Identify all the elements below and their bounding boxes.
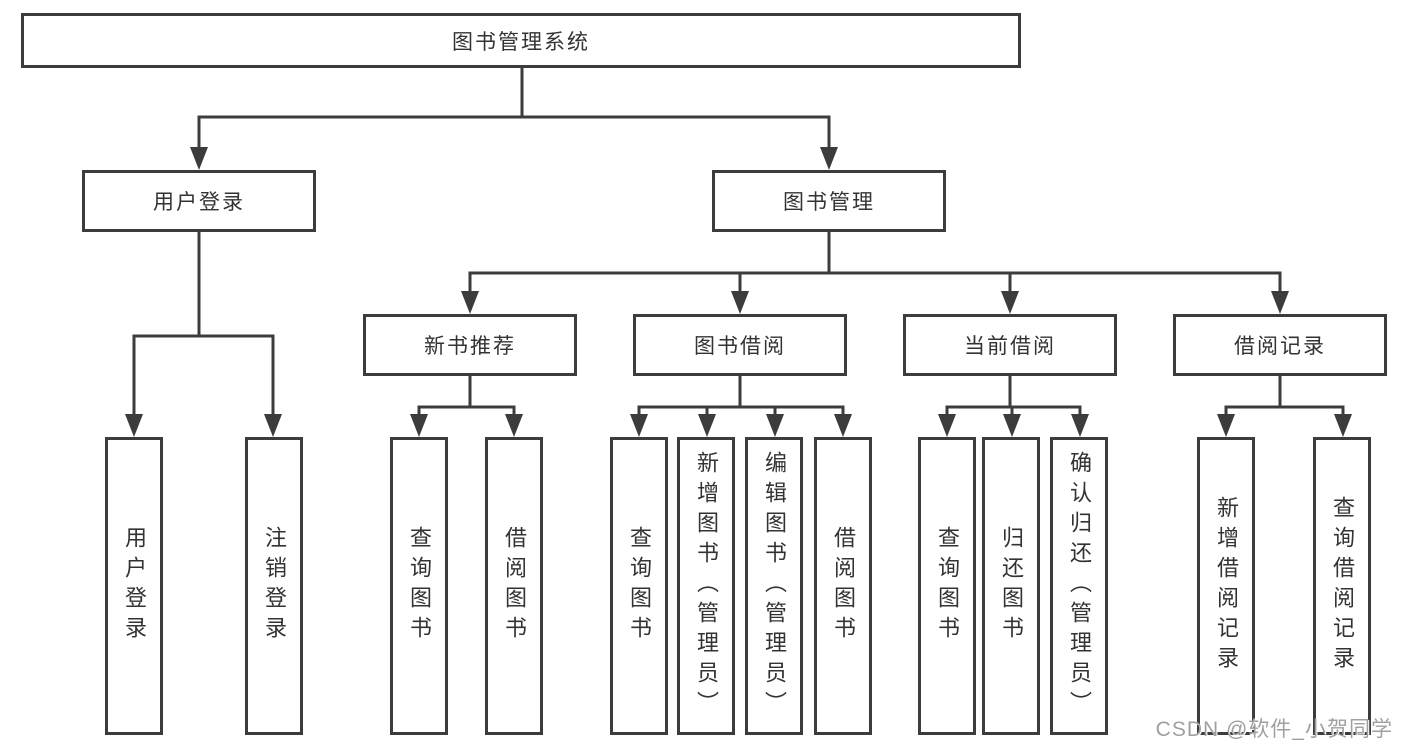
leaf-label: 归还图书	[999, 526, 1024, 646]
node-new-book-recommend-label: 新书推荐	[424, 335, 516, 358]
leaf-label: 确认归还（管理员）	[1067, 451, 1092, 721]
leaf-label: 查询图书	[935, 526, 960, 646]
node-root: 图书管理系统	[21, 13, 1021, 68]
node-leaf-add-borrow-record: 新增借阅记录	[1197, 437, 1255, 735]
leaf-label: 用户登录	[122, 526, 147, 646]
leaf-label: 查询图书	[627, 526, 652, 646]
node-user-login: 用户登录	[82, 170, 316, 232]
node-current-borrowing: 当前借阅	[903, 314, 1117, 376]
node-leaf-borrow-books-1: 借阅图书	[485, 437, 543, 735]
node-leaf-query-books-2: 查询图书	[610, 437, 668, 735]
watermark: CSDN @软件_小贺同学	[1155, 718, 1393, 741]
node-book-borrowing: 图书借阅	[633, 314, 847, 376]
node-root-label: 图书管理系统	[452, 30, 590, 54]
node-leaf-add-books-admin: 新增图书（管理员）	[677, 437, 735, 735]
node-book-borrowing-label: 图书借阅	[694, 335, 786, 358]
node-leaf-query-books-1: 查询图书	[390, 437, 448, 735]
node-leaf-return-books: 归还图书	[982, 437, 1040, 735]
node-book-management-label: 图书管理	[783, 191, 875, 214]
node-leaf-query-books-3: 查询图书	[918, 437, 976, 735]
leaf-label: 编辑图书（管理员）	[762, 451, 787, 721]
node-leaf-query-borrow-record: 查询借阅记录	[1313, 437, 1371, 735]
node-leaf-user-login: 用户登录	[105, 437, 163, 735]
arrow-down-icons	[125, 147, 1352, 437]
leaf-label: 新增图书（管理员）	[694, 451, 719, 721]
node-borrowing-records: 借阅记录	[1173, 314, 1387, 376]
node-leaf-borrow-books-2: 借阅图书	[814, 437, 872, 735]
node-user-login-label: 用户登录	[153, 191, 245, 214]
leaf-label: 注销登录	[262, 526, 287, 646]
leaf-label: 借阅图书	[831, 526, 856, 646]
node-leaf-confirm-return-admin: 确认归还（管理员）	[1050, 437, 1108, 735]
leaf-label: 查询借阅记录	[1330, 496, 1355, 676]
node-new-book-recommend: 新书推荐	[363, 314, 577, 376]
leaf-label: 新增借阅记录	[1214, 496, 1239, 676]
node-borrowing-records-label: 借阅记录	[1234, 335, 1326, 358]
node-book-management: 图书管理	[712, 170, 946, 232]
node-current-borrowing-label: 当前借阅	[964, 335, 1056, 358]
leaf-label: 借阅图书	[502, 526, 527, 646]
node-leaf-edit-books-admin: 编辑图书（管理员）	[745, 437, 803, 735]
node-leaf-logout: 注销登录	[245, 437, 303, 735]
leaf-label: 查询图书	[407, 526, 432, 646]
